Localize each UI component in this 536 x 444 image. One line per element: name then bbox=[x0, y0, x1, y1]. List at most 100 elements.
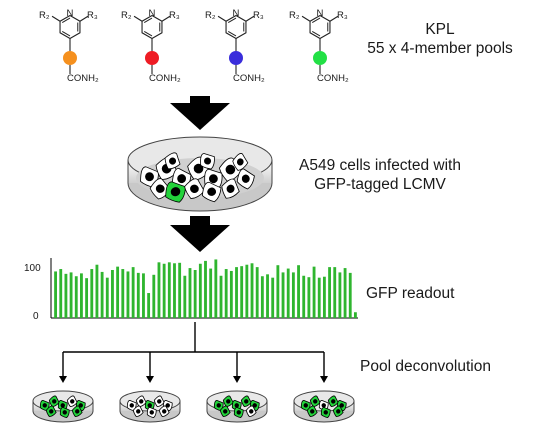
amide-label: CONH₂ bbox=[67, 73, 99, 84]
pyridine-structure-1 bbox=[51, 14, 89, 74]
bar-pool-26 bbox=[183, 275, 187, 318]
bar-pool-19 bbox=[147, 293, 151, 318]
bar-pool-42 bbox=[266, 274, 269, 318]
bar-pool-27 bbox=[188, 268, 192, 318]
bar-pool-29 bbox=[198, 263, 202, 318]
bar-pool-20 bbox=[152, 274, 156, 318]
arrow-to-dish bbox=[170, 96, 230, 130]
gfp-readout-chart bbox=[50, 258, 358, 319]
bar-pool-24 bbox=[173, 263, 176, 318]
library-pool-description: 55 x 4-member pools bbox=[367, 40, 513, 57]
deconvolution-label: Pool deconvolution bbox=[360, 358, 491, 375]
bar-pool-7 bbox=[85, 278, 89, 318]
pyridine-n-label: N bbox=[316, 8, 324, 19]
infection-line-1: A549 cells infected with bbox=[299, 157, 461, 174]
r2-label: R₂ bbox=[289, 10, 300, 21]
r2-label: R₂ bbox=[121, 10, 132, 21]
pyridine-structure-3 bbox=[217, 14, 255, 74]
deconvolution-dish-2 bbox=[119, 390, 181, 423]
bar-pool-25 bbox=[178, 262, 182, 318]
bar-pool-8 bbox=[90, 269, 94, 318]
bar-pool-22 bbox=[162, 263, 166, 318]
scaffold-dot-1 bbox=[63, 51, 77, 65]
bar-pool-43 bbox=[271, 277, 275, 318]
r3-label: R₃ bbox=[337, 10, 348, 21]
bar-pool-18 bbox=[142, 273, 145, 318]
bar-pool-16 bbox=[131, 267, 135, 318]
bar-pool-53 bbox=[322, 276, 326, 318]
bar-pool-5 bbox=[74, 276, 78, 318]
bar-pool-45 bbox=[281, 272, 285, 318]
r3-label: R₃ bbox=[253, 10, 264, 21]
bar-pool-41 bbox=[260, 276, 264, 318]
chart-bars bbox=[54, 259, 357, 318]
library-name: KPL bbox=[425, 21, 455, 38]
deconvolution-arrowheads bbox=[59, 376, 328, 383]
bar-pool-23 bbox=[167, 262, 171, 318]
deconvolution-dish-1 bbox=[32, 390, 94, 423]
bar-pool-32 bbox=[214, 259, 218, 318]
bar-pool-44 bbox=[276, 265, 280, 318]
bar-pool-59 bbox=[353, 312, 357, 318]
bar-pool-35 bbox=[229, 270, 233, 318]
bar-pool-58 bbox=[348, 272, 352, 318]
bar-pool-49 bbox=[302, 275, 306, 318]
bar-pool-14 bbox=[121, 269, 125, 318]
bar-pool-38 bbox=[245, 264, 249, 318]
bar-pool-50 bbox=[307, 277, 311, 318]
scaffold-dot-4 bbox=[313, 51, 327, 65]
scaffold-dot-2 bbox=[145, 51, 159, 65]
bar-pool-10 bbox=[100, 271, 104, 318]
deconvolution-dish-3 bbox=[206, 390, 268, 423]
r3-label: R₃ bbox=[87, 10, 98, 21]
bar-pool-54 bbox=[328, 267, 331, 318]
bar-pool-15 bbox=[126, 271, 130, 318]
bar-pool-28 bbox=[193, 270, 197, 318]
bar-pool-52 bbox=[317, 277, 321, 318]
bar-pool-30 bbox=[204, 260, 207, 318]
scaffold-dot-3 bbox=[229, 51, 243, 65]
infection-line-2: GFP-tagged LCMV bbox=[314, 176, 446, 193]
bar-pool-6 bbox=[80, 273, 83, 318]
bar-pool-57 bbox=[343, 268, 347, 318]
bar-pool-31 bbox=[209, 268, 213, 318]
infected-cell-dish bbox=[127, 136, 273, 212]
bar-pool-4 bbox=[69, 272, 73, 318]
pyridine-n-label: N bbox=[232, 8, 240, 19]
readout-label: GFP readout bbox=[366, 285, 455, 302]
bar-pool-51 bbox=[312, 266, 316, 318]
arrow-to-readout bbox=[170, 216, 230, 252]
pyridine-n-label: N bbox=[148, 8, 156, 19]
bar-pool-40 bbox=[255, 267, 259, 318]
infected-cells bbox=[140, 152, 255, 203]
pyridine-n-label: N bbox=[66, 8, 74, 19]
bar-pool-2 bbox=[59, 269, 63, 318]
bar-pool-36 bbox=[235, 267, 238, 318]
deconvolution-dishes bbox=[32, 390, 355, 423]
r2-label: R₂ bbox=[205, 10, 216, 21]
bar-pool-13 bbox=[116, 266, 120, 318]
bar-pool-3 bbox=[64, 273, 68, 318]
library-label: KPL 55 x 4-member pools bbox=[360, 20, 520, 58]
bar-pool-33 bbox=[219, 275, 223, 318]
bar-pool-47 bbox=[291, 272, 295, 318]
bar-pool-11 bbox=[105, 277, 109, 318]
deconvolution-dish-4 bbox=[293, 390, 355, 423]
bar-pool-17 bbox=[136, 272, 140, 318]
bar-pool-46 bbox=[286, 268, 290, 318]
bar-pool-39 bbox=[250, 263, 254, 318]
deconvolution-tree bbox=[62, 322, 325, 378]
library-structures bbox=[51, 14, 339, 74]
bar-pool-21 bbox=[157, 262, 161, 318]
y-tick-label-0: 0 bbox=[33, 311, 39, 322]
bar-pool-56 bbox=[338, 272, 342, 318]
bar-pool-48 bbox=[297, 265, 300, 318]
amide-label: CONH₂ bbox=[317, 73, 349, 84]
y-tick-label-100: 100 bbox=[24, 263, 41, 274]
pyridine-structure-4 bbox=[301, 14, 339, 74]
pyridine-structure-2 bbox=[133, 14, 171, 74]
infection-label: A549 cells infected with GFP-tagged LCMV bbox=[280, 156, 480, 194]
amide-label: CONH₂ bbox=[149, 73, 181, 84]
bar-pool-37 bbox=[240, 266, 244, 318]
